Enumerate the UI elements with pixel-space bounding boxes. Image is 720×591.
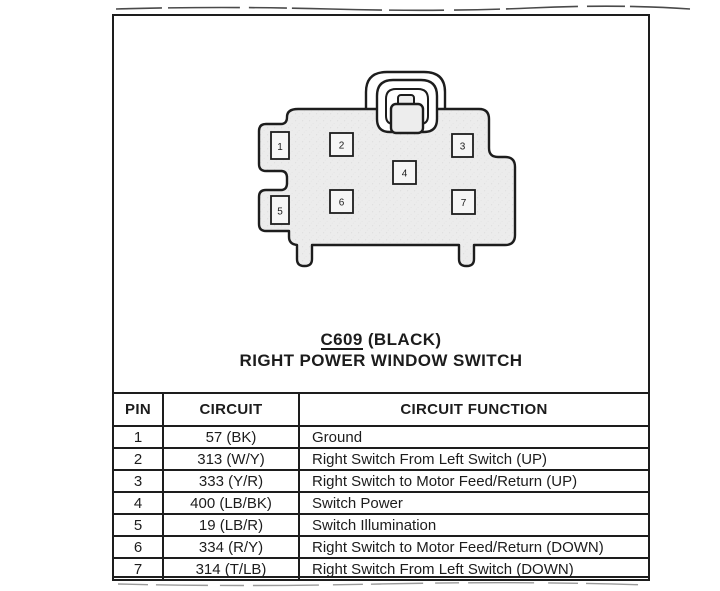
pin-cell: 5 [112, 513, 164, 537]
circuit-cell: 313 (W/Y) [162, 447, 300, 471]
table-row: 4 400 (LB/BK) Switch Power [112, 491, 650, 515]
pin-4-label: 4 [402, 169, 408, 180]
pin-cell: 3 [112, 469, 164, 493]
connector-color-suffix: (BLACK) [367, 330, 442, 349]
function-cell: Right Switch to Motor Feed/Return (UP) [298, 469, 650, 493]
pin-cell: 1 [112, 425, 164, 449]
pin-6-label: 6 [339, 198, 345, 209]
caption-line-1: C609 (BLACK) [112, 329, 650, 350]
pin-7-cavity [451, 189, 476, 215]
table-row: 6 334 (R/Y) Right Switch to Motor Feed/R… [112, 535, 650, 559]
caption-line-2: RIGHT POWER WINDOW SWITCH [239, 351, 523, 370]
pin-cell: 7 [112, 557, 164, 581]
table-row: 5 19 (LB/R) Switch Illumination [112, 513, 650, 537]
table-row: 2 313 (W/Y) Right Switch From Left Switc… [112, 447, 650, 471]
connector-body [257, 107, 517, 268]
pin-1-cavity [270, 131, 290, 160]
circuit-cell: 57 (BK) [162, 425, 300, 449]
pin-cell: 2 [112, 447, 164, 471]
col-header-pin: PIN [112, 392, 164, 427]
pin-3-cavity [451, 133, 474, 158]
function-cell: Right Switch From Left Switch (DOWN) [298, 557, 650, 581]
function-cell: Ground [298, 425, 650, 449]
pin-cell: 4 [112, 491, 164, 515]
function-cell: Right Switch to Motor Feed/Return (DOWN) [298, 535, 650, 559]
pin-6-cavity [329, 189, 354, 214]
circuit-cell: 314 (T/LB) [162, 557, 300, 581]
col-header-circuit: CIRCUIT [162, 392, 300, 427]
pin-2-cavity [329, 132, 354, 157]
table-row: 7 314 (T/LB) Right Switch From Left Swit… [112, 557, 650, 581]
scan-artifact-bottom [117, 582, 649, 587]
pin-7-label: 7 [461, 198, 467, 209]
table-row: 1 57 (BK) Ground [112, 425, 650, 449]
figure-caption: C609 (BLACK) RIGHT POWER WINDOW SWITCH [112, 329, 650, 371]
col-header-circuit-function: CIRCUIT FUNCTION [298, 392, 650, 427]
pin-2-label: 2 [339, 141, 345, 152]
pin-cell: 6 [112, 535, 164, 559]
function-cell: Switch Illumination [298, 513, 650, 537]
pin-4-cavity [392, 160, 417, 185]
pin-5-cavity [270, 195, 290, 225]
circuit-cell: 400 (LB/BK) [162, 491, 300, 515]
table-row: 3 333 (Y/R) Right Switch to Motor Feed/R… [112, 469, 650, 493]
function-cell: Right Switch From Left Switch (UP) [298, 447, 650, 471]
table-header-row: PIN CIRCUIT CIRCUIT FUNCTION [112, 392, 650, 427]
circuit-cell: 334 (R/Y) [162, 535, 300, 559]
circuit-cell: 333 (Y/R) [162, 469, 300, 493]
pin-table: PIN CIRCUIT CIRCUIT FUNCTION 1 57 (BK) G… [112, 392, 650, 581]
latch-key [389, 102, 425, 135]
connector-code: C609 [320, 330, 363, 350]
pin-1-label: 1 [277, 142, 283, 153]
pin-3-label: 3 [460, 142, 466, 153]
function-cell: Switch Power [298, 491, 650, 515]
circuit-cell: 19 (LB/R) [162, 513, 300, 537]
pin-5-label: 5 [277, 207, 283, 218]
scan-artifact-top [115, 5, 691, 12]
pin-cavities: 1 2 3 4 5 6 7 [270, 131, 476, 225]
